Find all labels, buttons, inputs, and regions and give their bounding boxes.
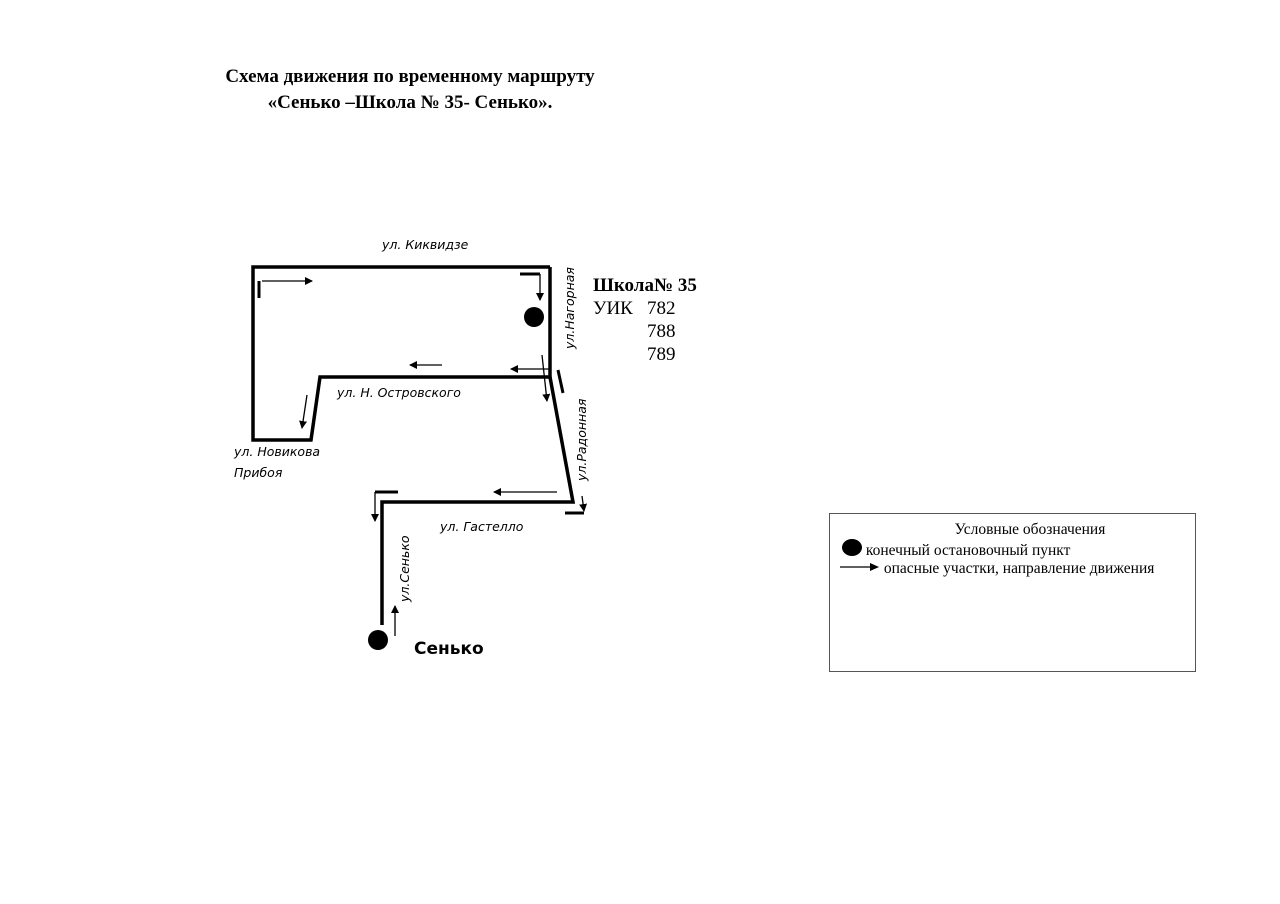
direction-arrow-icon (579, 495, 588, 512)
legend-label: конечный остановочный пункт (865, 542, 1071, 559)
diagram-title-line2: «Сенько –Школа № 35- Сенько». (267, 92, 553, 113)
stop-label-senko: Сенько (414, 639, 484, 659)
street-label-kikvidze: ул. Киквидзе (381, 237, 469, 252)
school-name: Школа№ 35 (593, 275, 697, 296)
diagram-title-line1: Схема движения по временному маршруту (225, 66, 595, 87)
arrow-right-icon (840, 563, 879, 571)
street-label-senko: ул.Сенько (397, 535, 412, 603)
street-label-ostrovskogo: ул. Н. Островского (336, 385, 461, 400)
legend-box: Условные обозначения конечный остановочн… (829, 513, 1196, 672)
uik-number: 789 (647, 344, 676, 365)
uik-number: 782 (647, 298, 676, 319)
street-label-novikova: ул. Новикова (233, 444, 320, 459)
uik-number: 788 (647, 321, 676, 342)
legend-title: Условные обозначения (954, 521, 1106, 538)
direction-arrow-icon (299, 394, 308, 429)
street-label-gastello: ул. Гастелло (439, 519, 524, 534)
terminal-stop-dot-icon (368, 630, 388, 650)
street-label-priboya: Прибоя (234, 465, 283, 480)
legend-item-arrow: опасные участки, направление движения (840, 560, 1154, 578)
street-label-radonnaya: ул.Радонная (574, 398, 589, 482)
terminal-stop-dot-icon (524, 307, 544, 327)
street-label-nagornaya: ул.Нагорная (562, 267, 577, 350)
route-loop (251, 265, 552, 442)
uik-label: УИК (593, 298, 633, 319)
danger-marker (556, 369, 565, 394)
legend-label: опасные участки, направление движения (883, 560, 1155, 577)
direction-arrow-icon (541, 354, 551, 402)
route-lines (251, 265, 584, 625)
legend-item-stop: конечный остановочный пункт (842, 539, 1070, 560)
terminal-stop-dot-icon (842, 539, 862, 556)
route-radonnaya-gastello-senko (380, 376, 576, 625)
